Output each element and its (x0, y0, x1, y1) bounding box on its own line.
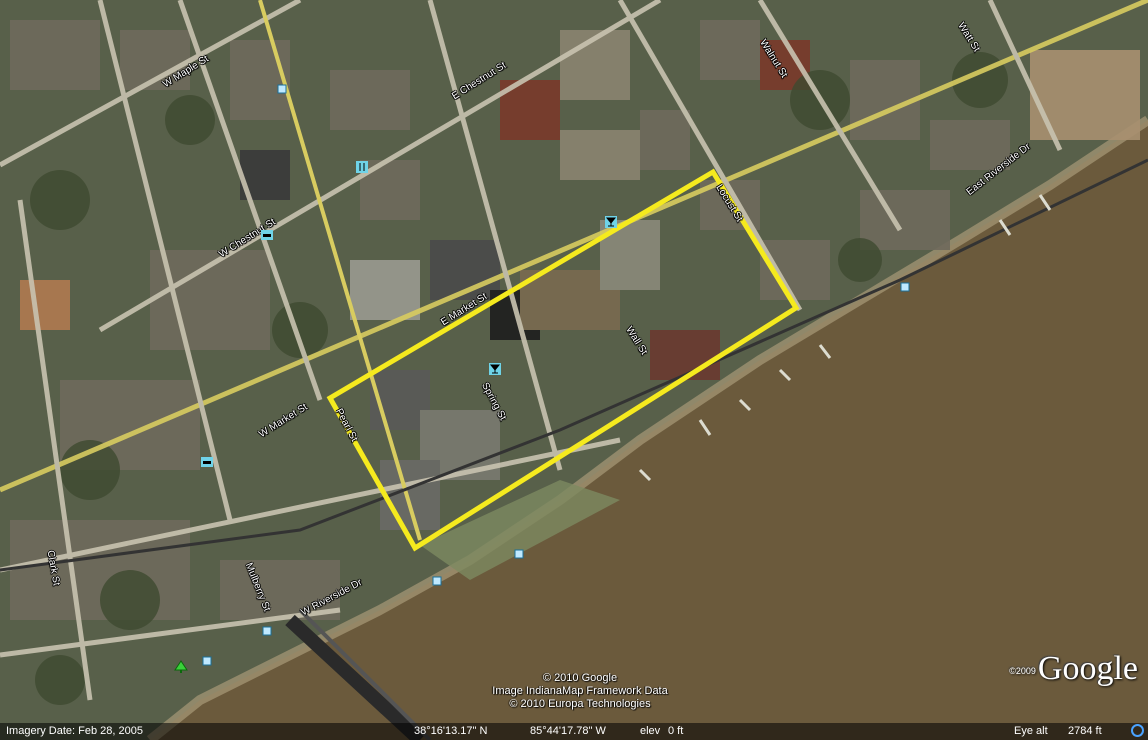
credit-google: © 2010 Google (542, 672, 618, 684)
park-icon[interactable] (174, 660, 188, 674)
map-credits: © 2010 Google Image IndianaMap Framework… (430, 672, 730, 711)
latitude-readout: 38°16'13.17" N (414, 725, 488, 737)
imagery-date: Imagery Date: Feb 28, 2005 (6, 725, 143, 737)
bar-icon[interactable] (604, 215, 618, 229)
elev-label: elev (640, 725, 661, 737)
elev-value: 0 ft (668, 725, 684, 737)
eye-alt-value: 2784 ft (1068, 725, 1102, 737)
ohio-river (150, 120, 1148, 740)
bar-icon[interactable] (488, 362, 502, 376)
longitude-readout: 85°44'17.78" W (530, 725, 606, 737)
credit-europa: © 2010 Europa Technologies (509, 698, 651, 710)
compass-icon[interactable] (1131, 724, 1144, 737)
info-icon[interactable] (898, 280, 912, 294)
info-icon[interactable] (512, 547, 526, 561)
credit-imagery: Image IndianaMap Framework Data (492, 685, 668, 697)
lodging-icon[interactable] (260, 228, 274, 242)
logo-text: Google (1037, 650, 1138, 687)
info-icon[interactable] (430, 574, 444, 588)
eye-alt-label: Eye alt (1014, 725, 1048, 737)
info-icon[interactable] (200, 654, 214, 668)
highlighted-area-boundary (326, 168, 800, 552)
info-icon[interactable] (260, 624, 274, 638)
status-bar: Imagery Date: Feb 28, 2005 38°16'13.17" … (0, 723, 1148, 740)
restaurant-icon[interactable] (355, 160, 369, 174)
logo-year: ©2009 (1009, 666, 1036, 677)
info-icon[interactable] (275, 82, 289, 96)
lodging-icon[interactable] (200, 455, 214, 469)
google-logo: ©2009Google (1009, 650, 1138, 688)
